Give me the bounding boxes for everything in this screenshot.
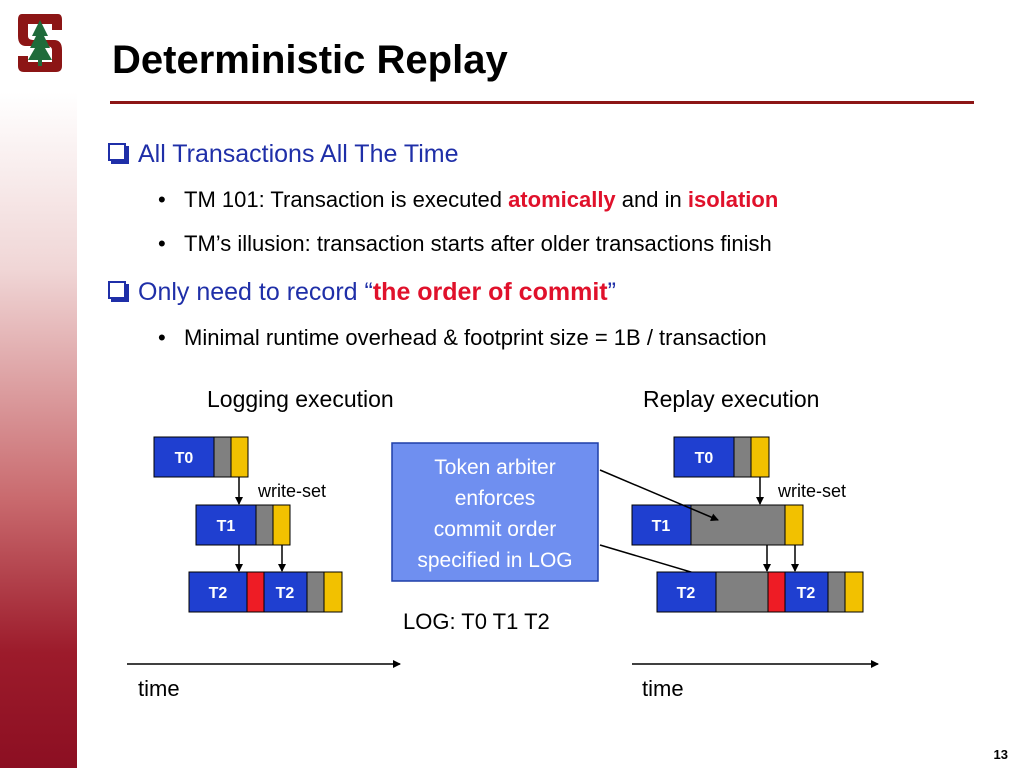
page-number: 13: [993, 747, 1008, 762]
log-text: LOG: T0 T1 T2: [403, 609, 550, 634]
logging-t2-row: T2 T2: [188, 571, 343, 613]
arbiter-line-2: enforces: [455, 487, 536, 510]
bullet-all-transactions: All Transactions All The Time: [108, 140, 459, 169]
replay-t2-block-a: [656, 571, 717, 613]
logging-t1-label: T1: [217, 518, 236, 535]
logging-t2-label-a: T2: [209, 585, 228, 602]
logging-time-label: time: [138, 676, 180, 701]
arbiter-line-3: commit order: [434, 518, 557, 541]
sidebar-gradient: [0, 0, 77, 768]
title-divider: [110, 101, 974, 104]
dot-bullet-icon: •: [158, 325, 166, 350]
replay-t2-row: T2 T2: [656, 571, 864, 613]
replay-write-set-label: write-set: [777, 481, 846, 501]
logging-t0-writeset: [230, 436, 249, 478]
slide-title: Deterministic Replay: [112, 38, 508, 82]
token-arbiter-box: [391, 442, 599, 582]
logging-t0-readset: [213, 436, 232, 478]
replay-t1-writeset: [784, 504, 804, 546]
replay-t1-wait: [690, 504, 786, 546]
replay-t2-block-b: [784, 571, 829, 613]
replay-t2-abort: [767, 571, 786, 613]
logging-t2-writeset: [323, 571, 343, 613]
bullet-tm-101: •TM 101: Transaction is executed atomica…: [158, 187, 779, 212]
logging-t1-writeset: [272, 504, 291, 546]
replay-time-label: time: [642, 676, 684, 701]
replay-t2-wait: [715, 571, 769, 613]
bullet-overhead: •Minimal runtime overhead & footprint si…: [158, 325, 767, 350]
logging-t0-label: T0: [175, 450, 194, 467]
replay-t2-readset: [827, 571, 846, 613]
logging-t2-label-b: T2: [276, 585, 295, 602]
bullet-record-order: Only need to record “the order of commit…: [108, 278, 616, 307]
replay-t0-label: T0: [695, 450, 714, 467]
dot-bullet-icon: •: [158, 231, 166, 256]
logging-t2-readset: [306, 571, 325, 613]
logging-t0-block: [153, 436, 215, 478]
square-bullet-icon: [108, 143, 126, 161]
logging-execution-label: Logging execution: [207, 386, 394, 412]
logging-t1-row: T1: [195, 504, 291, 546]
replay-t2-writeset: [844, 571, 864, 613]
stanford-logo-icon: [18, 14, 62, 72]
replay-t1-label: T1: [652, 518, 671, 535]
arbiter-line-1: Token arbiter: [434, 456, 555, 479]
dot-bullet-icon: •: [158, 187, 166, 212]
bullet-tm-illusion: •TM’s illusion: transaction starts after…: [158, 231, 772, 256]
replay-t0-block: [673, 436, 735, 478]
replay-t2-label-b: T2: [797, 585, 816, 602]
logging-t0-row: T0: [153, 436, 249, 478]
replay-t0-readset: [733, 436, 752, 478]
replay-t0-row: T0: [673, 436, 770, 478]
arbiter-line-4: specified in LOG: [417, 549, 572, 572]
replay-t2-label-a: T2: [677, 585, 696, 602]
logging-t1-readset: [255, 504, 274, 546]
replay-t1-row: T1: [631, 504, 804, 546]
square-bullet-icon: [108, 281, 126, 299]
replay-execution-label: Replay execution: [643, 386, 819, 412]
replay-t1-block: [631, 504, 692, 546]
logging-t2-block-a: [188, 571, 248, 613]
replay-arbiter-arrow-t1: [599, 469, 719, 521]
replay-t0-writeset: [750, 436, 770, 478]
logging-write-set-label: write-set: [257, 481, 326, 501]
logging-t2-abort: [246, 571, 265, 613]
